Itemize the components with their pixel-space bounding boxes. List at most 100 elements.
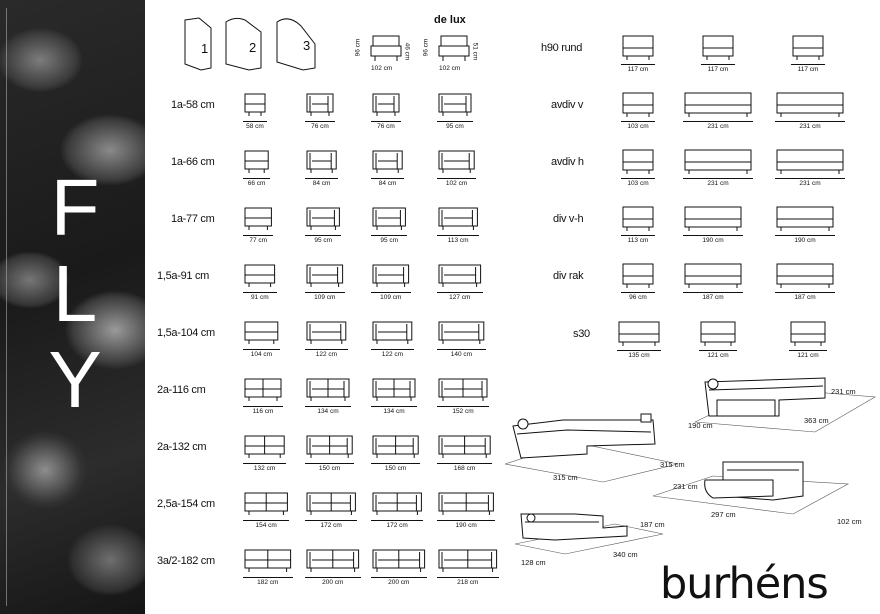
sofa-icon [244,93,266,116]
option-width-dimension: 113 cm [621,235,655,244]
width-dimension: 76 cm [305,121,335,130]
delux-title: de lux [434,14,466,26]
option-width-dimension: 117 cm [701,64,735,73]
option-label: div v-h [553,213,584,225]
width-dimension: 102 cm [437,178,477,187]
option-sofa-icon [622,92,654,117]
corner-sofa-1-a: 231 cm [831,387,856,396]
width-dimension: 154 cm [243,520,290,529]
option-sofa-icon [684,206,742,231]
sofa-icon [244,492,288,515]
width-dimension: 76 cm [371,121,401,130]
width-dimension: 58 cm [243,121,267,130]
sofa-icon [438,264,482,287]
width-dimension: 134 cm [305,406,351,415]
sofa-icon [306,549,360,572]
option-label: avdiv h [551,156,584,168]
width-dimension: 168 cm [437,463,493,472]
option-sofa-icon [622,206,654,231]
option-sofa-icon [684,263,742,288]
row-label: 1,5a-91 cm [157,270,210,282]
width-dimension: 122 cm [305,349,348,358]
width-dimension: 104 cm [243,349,280,358]
sofa-icon [438,492,494,515]
sofa-icon [306,435,353,458]
sofa-icon [438,435,491,458]
sofa-icon [372,321,413,344]
width-dimension: 95 cm [371,235,408,244]
option-width-dimension: 231 cm [775,178,845,187]
row-label: 3a/2-182 cm [157,555,215,567]
width-dimension: 132 cm [243,463,287,472]
row-label: 2a-116 cm [157,384,206,396]
corner-sofa-3 [652,461,850,515]
sofa-icon [438,549,498,572]
option-sofa-icon [700,321,736,346]
option-width-dimension: 190 cm [683,235,743,244]
option-width-dimension: 135 cm [617,350,661,359]
option-sofa-icon [790,321,826,346]
option-width-dimension: 103 cm [621,178,655,187]
corner-sofa-3-c: 102 cm [837,517,862,526]
delux-2-seat: 51 cm [471,42,479,61]
sofa-icon [306,321,347,344]
option-width-dimension: 117 cm [621,64,655,73]
width-dimension: 134 cm [371,406,417,415]
width-dimension: 127 cm [437,292,483,301]
module-number-2: 2 [249,40,256,55]
option-width-dimension: 190 cm [775,235,835,244]
sofa-icon [244,549,292,572]
corner-sofa-1-b: 190 cm [688,421,713,430]
sofa-icon [244,264,276,287]
delux-1-width: 102 cm [371,65,393,72]
corner-sofa-2-b: 315 cm [553,473,578,482]
width-dimension: 140 cm [437,349,486,358]
option-sofa-icon [618,321,660,346]
sofa-icon [372,264,410,287]
row-label: 2,5a-154 cm [157,498,215,510]
corner-sofa-2 [504,413,679,483]
width-dimension: 113 cm [437,235,480,244]
option-width-dimension: 187 cm [775,292,835,301]
delux-chair-1 [370,35,402,61]
sofa-icon [372,150,403,173]
sofa-icon [306,150,337,173]
width-dimension: 200 cm [371,577,427,586]
width-dimension: 190 cm [437,520,496,529]
row-label: 1a-66 cm [171,156,215,168]
corner-sofa-1-c: 363 cm [804,416,829,425]
corner-sofa-1 [693,377,876,433]
corner-sofa-2-a: 315 cm [660,460,685,469]
corner-sofa-4-c: 128 cm [521,558,546,567]
row-label: 1,5a-104 cm [157,327,215,339]
sofa-icon [372,435,419,458]
option-sofa-icon [702,35,734,60]
option-sofa-icon [684,92,752,117]
corner-sofa-4-a: 187 cm [640,520,665,529]
width-dimension: 66 cm [243,178,271,187]
option-sofa-icon [792,35,824,60]
option-label: h90 rund [541,42,583,54]
option-sofa-icon [776,206,834,231]
sofa-icon [244,150,269,173]
delux-chair-2 [438,35,470,61]
sofa-icon [306,378,350,401]
corner-sofa-4-b: 340 cm [613,550,638,559]
sofa-icon [306,207,340,230]
delux-1-seat: 46 cm [403,42,411,61]
option-width-dimension: 96 cm [621,292,655,301]
width-dimension: 172 cm [371,520,424,529]
burhens-logo: burhéns [656,555,880,614]
width-dimension: 200 cm [305,577,361,586]
delux-2-height: 96 cm [422,38,430,57]
sofa-icon [306,492,356,515]
sofa-icon [244,435,285,458]
product-sheet: 1 2 3 de lux 96 cm 46 cm 102 cm 96 cm 51… [145,0,880,614]
sofa-icon [306,264,344,287]
option-sofa-icon [776,149,844,174]
option-width-dimension: 121 cm [699,350,737,359]
module-number-3: 3 [303,38,310,53]
option-sofa-icon [776,92,844,117]
width-dimension: 150 cm [305,463,355,472]
sofa-icon [372,93,400,116]
